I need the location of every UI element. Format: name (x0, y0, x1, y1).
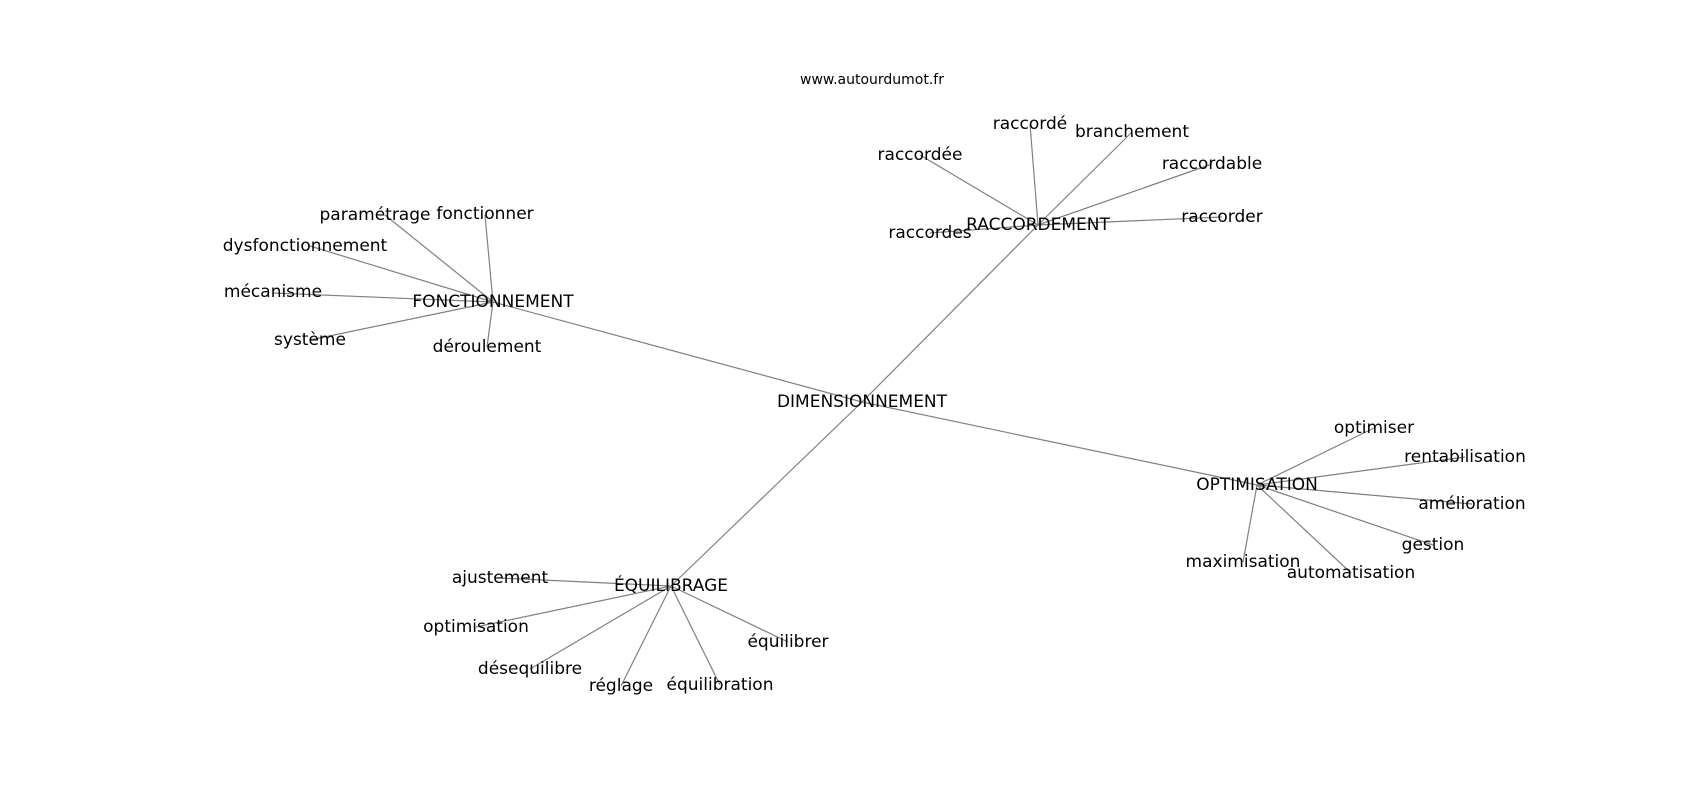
edge-hub-leaf (1256, 484, 1434, 546)
edge-hub-leaf (1037, 131, 1133, 226)
edge-hub-leaf (1256, 484, 1473, 505)
edge-hub-leaf (929, 224, 1039, 234)
leaf-node-label: raccordes (888, 223, 971, 243)
edge-hub-leaf (1029, 123, 1039, 226)
leaf-node-label: optimisation (423, 617, 529, 637)
leaf-node-label: système (274, 330, 346, 350)
leaf-node-label: rentabilisation (1404, 447, 1526, 467)
hub-node-label: OPTIMISATION (1196, 475, 1318, 495)
edge-hub-leaf (1037, 163, 1213, 226)
edge-hub-leaf (1256, 427, 1375, 486)
edge-hub-leaf (529, 585, 672, 670)
edge-hub-leaf (1256, 484, 1352, 574)
leaf-node-label: raccordée (878, 145, 963, 165)
edge-hub-leaf (309, 301, 494, 341)
edge-hub-leaf (475, 585, 672, 628)
edge-hub-leaf (919, 154, 1039, 226)
leaf-node-label: paramétrage (320, 205, 431, 225)
leaf-node-label: branchement (1075, 122, 1189, 142)
leaf-node-label: gestion (1402, 535, 1465, 555)
edge-hub-leaf (620, 585, 672, 687)
leaf-node-label: déroulement (433, 337, 542, 357)
edge-hub-leaf (484, 214, 494, 303)
leaf-node-label: raccordable (1162, 154, 1262, 174)
leaf-node-label: réglage (589, 676, 653, 696)
edge-hub-leaf (1242, 484, 1258, 563)
hub-node-label: ÉQUILIBRAGE (614, 574, 728, 596)
edge-hub-leaf (670, 585, 789, 643)
edge-hub-leaf (384, 214, 494, 303)
edge-hub-leaf (1037, 216, 1223, 226)
edge-hub-leaf (486, 301, 494, 348)
edge-center-hub (670, 401, 863, 587)
edge-center-hub (861, 401, 1258, 486)
edge-hub-leaf (670, 585, 721, 686)
leaf-node-label: raccorder (1181, 207, 1262, 227)
leaf-node-label: mécanisme (224, 282, 322, 302)
leaf-node-label: maximisation (1186, 552, 1301, 572)
edge-center-hub (861, 224, 1039, 403)
leaf-node-label: fonctionner (436, 204, 533, 224)
center-node-label: DIMENSIONNEMENT (777, 392, 948, 412)
edge-hub-leaf (272, 292, 494, 303)
leaf-node-label: équilibration (667, 675, 774, 695)
leaf-node-label: désequilibre (478, 659, 582, 679)
edge-hub-leaf (499, 577, 672, 587)
leaf-node-label: raccordé (993, 114, 1067, 134)
leaf-node-label: optimiser (1334, 418, 1414, 438)
hub-node-label: RACCORDEMENT (966, 215, 1110, 235)
leaf-node-label: dysfonctionnement (223, 236, 388, 256)
hub-node-label: FONCTIONNEMENT (412, 292, 574, 312)
leaf-node-label: équilibrer (747, 632, 828, 652)
leaf-node-label: ajustement (452, 568, 549, 588)
leaf-node-label: amélioration (1418, 494, 1525, 514)
edge-hub-leaf (309, 245, 494, 303)
left-mask (0, 0, 215, 800)
leaf-node-label: automatisation (1287, 563, 1415, 583)
edge-center-hub (492, 301, 863, 403)
watermark: www.autourdumot.fr (800, 72, 944, 88)
edge-hub-leaf (1256, 456, 1466, 486)
